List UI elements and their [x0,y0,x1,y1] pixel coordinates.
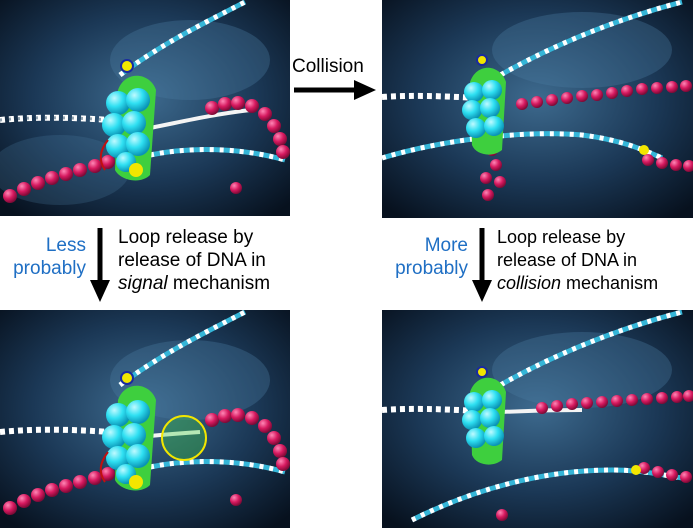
dna-loop-white [149,430,201,438]
dna-strand-lower [149,459,286,475]
dna-strand-middle [0,114,111,123]
dna-strand-upper [490,0,683,83]
magenta-bead-chain-upper [205,408,290,471]
protein-complex [99,371,156,491]
less-probably-label: Less probably [13,235,86,279]
dna-strand-lower [149,147,286,163]
collision-label: Collision [292,56,364,77]
signal-caption: Loop release by release of DNA in signal… [118,227,271,294]
magenta-bead-chain-lower [3,467,242,515]
collision-arrow [294,80,376,100]
magenta-bead-chain [480,80,693,201]
right-down-arrow [472,228,492,302]
panel-collision-state [382,0,693,218]
dna-strand-lower [382,131,664,161]
collision-caption: Loop release by release of DNA in collis… [497,227,659,293]
protein-complex [99,59,156,181]
dna-strand-upper [118,310,247,388]
panel-initial-state [0,0,290,216]
magenta-bead-chain-upper [205,96,290,159]
dna-strand-upper [490,310,683,393]
dna-strand-middle [382,405,478,414]
left-down-arrow [90,228,110,302]
panel-signal-release [0,310,290,528]
dna-strand-middle [0,426,111,435]
panel-collision-release [382,310,693,528]
magenta-bead-chain-lower [3,155,242,203]
highlight-circle [161,415,207,461]
more-probably-label: More probably [395,235,468,279]
dna-loop-white [149,108,251,130]
protein-complex [462,54,649,155]
magenta-bead-chain [496,390,693,521]
dna-loop-white [501,408,583,414]
protein-complex [462,366,641,475]
